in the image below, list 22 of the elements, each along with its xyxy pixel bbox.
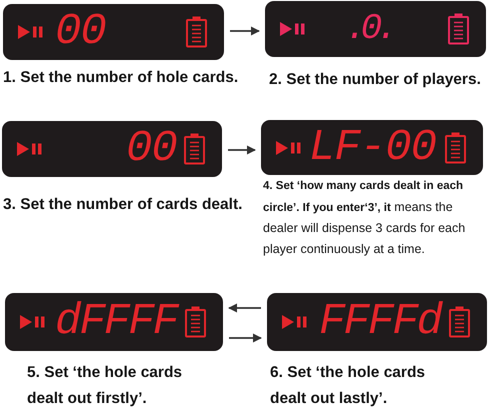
lcd-display <box>261 120 483 175</box>
step-caption: 1. Set the number of hole cards. <box>3 68 238 88</box>
display-readout: LF-00 <box>309 126 436 170</box>
step-caption: 4. Set ‘how many cards dealt in each circle’. If you enter‘3’, it means the dealer will dispense 3 cards for each player continuously at a time. <box>263 179 466 258</box>
step-caption: 2. Set the number of players. <box>269 70 481 90</box>
display-readout: .0. <box>345 11 392 47</box>
display-readout: dFFFF <box>55 300 178 344</box>
display-readout: FFFFd <box>319 300 442 344</box>
lcd-display <box>265 1 486 57</box>
arrow <box>228 304 261 312</box>
arrow <box>230 26 260 36</box>
step-caption: 3. Set the number of cards dealt. <box>3 195 242 215</box>
display-readout: 00 <box>55 10 106 54</box>
arrow <box>228 146 256 154</box>
lcd-display <box>3 4 224 60</box>
step-caption: 6. Set ‘the hole cards dealt out lastly’. <box>270 363 426 409</box>
arrow <box>229 334 262 342</box>
lcd-display <box>267 293 487 351</box>
step-caption: 5. Set ‘the hole cards dealt out firstly’. <box>27 363 184 409</box>
lcd-display <box>5 293 223 351</box>
display-readout: 00 <box>126 127 177 171</box>
lcd-display <box>2 121 222 177</box>
